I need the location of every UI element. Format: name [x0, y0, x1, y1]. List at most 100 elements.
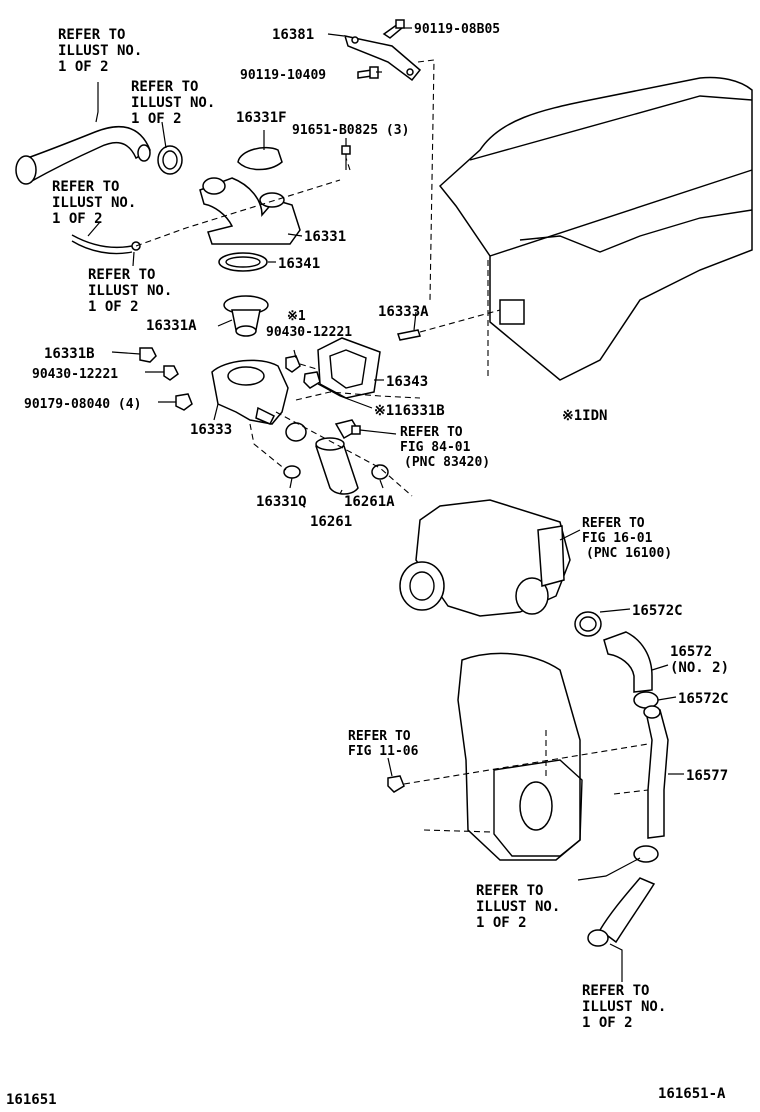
label-16333: 16333: [190, 422, 232, 438]
label-16333a: 16333A: [378, 304, 429, 320]
svg-text:(PNC 16100): (PNC 16100): [586, 546, 672, 561]
refer-line-1: REFER TO: [52, 179, 119, 195]
bolt-90119-10409: [357, 66, 379, 79]
label-90119-08b05: 90119-08B05: [414, 22, 500, 37]
diagram-code-left: 161651: [6, 1092, 57, 1108]
refer-line-2: FIG 11-06: [348, 744, 419, 759]
refer-line-3: 1 OF 2: [88, 299, 139, 315]
upper-radiator-hose: [15, 125, 151, 185]
label-16572c-bottom: 16572C: [678, 691, 729, 707]
gasket-16341: [218, 252, 268, 272]
svg-text:REFER TO: REFER TO: [131, 79, 198, 95]
refer-line-1: REFER TO: [582, 983, 649, 999]
label-16381: 16381: [272, 27, 314, 43]
refer-line-2: ILLUST NO.: [131, 95, 215, 111]
refer-line-2: ILLUST NO.: [88, 283, 172, 299]
leader-lines: [87, 27, 684, 982]
svg-text:1 OF 2: 1 OF 2: [476, 915, 527, 931]
label-91651-b0825: 91651-B0825 (3): [292, 123, 409, 138]
svg-text:1 OF 2: 1 OF 2: [58, 59, 109, 75]
plug-90430-12221-right: [285, 355, 301, 373]
refer-line-1: REFER TO: [400, 425, 463, 440]
svg-text:FIG 16-01: FIG 16-01: [582, 531, 653, 546]
refer-illust-b: REFER TO ILLUST NO. 1 OF 2: [131, 79, 215, 127]
refer-line-2: FIG 84-01: [400, 440, 471, 455]
refer-line-1: REFER TO: [348, 729, 411, 744]
svg-text:ILLUST NO.: ILLUST NO.: [88, 283, 172, 299]
refer-line-3: 1 OF 2: [58, 59, 109, 75]
label-90119-10409: 90119-10409: [240, 68, 326, 83]
refer-line-2: ILLUST NO.: [52, 195, 136, 211]
refer-line-3: 1 OF 2: [52, 211, 103, 227]
clamp-16261a: [371, 464, 389, 480]
refer-line-1: REFER TO: [582, 516, 645, 531]
bolts-91651: [341, 145, 351, 170]
label-90430-12221-left: 90430-12221: [32, 367, 118, 382]
pipe-16261: [315, 437, 359, 495]
svg-text:FIG 84-01: FIG 84-01: [400, 440, 471, 455]
bolt-90119-08b05: [382, 19, 405, 39]
bracket-16381: [343, 35, 422, 82]
water-inlet-housing-16333: [211, 359, 289, 425]
clamp-16572c-top: [574, 611, 602, 637]
label-90179-08040: 90179-08040 (4): [24, 397, 141, 412]
hose-16577: [643, 705, 669, 839]
refer-fig-11-06: REFER TO FIG 11-06: [348, 729, 419, 759]
svg-text:ILLUST NO.: ILLUST NO.: [58, 43, 142, 59]
refer-line-2: ILLUST NO.: [58, 43, 142, 59]
label-16331a: 16331A: [146, 318, 197, 334]
diagram-code-right: 161651-A: [658, 1086, 726, 1102]
refer-line-3: 1 OF 2: [476, 915, 527, 931]
refer-line-2: ILLUST NO.: [476, 899, 560, 915]
stud-16333a: [397, 329, 421, 341]
svg-text:REFER TO: REFER TO: [52, 179, 119, 195]
refer-line-3: 1 OF 2: [131, 111, 182, 127]
hose-16572: [603, 631, 653, 693]
svg-text:REFER TO: REFER TO: [582, 516, 645, 531]
label-16572: 16572: [670, 644, 712, 660]
label-16331q: 16331Q: [256, 494, 307, 510]
label-16331b-left: 16331B: [44, 346, 95, 362]
timing-gear-case: [457, 652, 583, 861]
label-16572c-top: 16572C: [632, 603, 683, 619]
label-16331f: 16331F: [236, 110, 287, 126]
clamp-16331q: [283, 465, 301, 479]
refer-line-1: REFER TO: [476, 883, 543, 899]
refer-fig-84-01: REFER TO FIG 84-01 (PNC 83420): [400, 425, 490, 470]
label-mark-1: ※1: [287, 309, 306, 324]
label-16343: 16343: [386, 374, 428, 390]
svg-text:(PNC 83420): (PNC 83420): [404, 455, 490, 470]
nut-90179-08040: [175, 393, 193, 411]
label-16577: 16577: [686, 768, 728, 784]
bolt-fig-11-06: [387, 775, 405, 793]
plug-90430-12221-left: [163, 365, 179, 381]
refer-line-1: REFER TO: [58, 27, 125, 43]
svg-text:REFER TO: REFER TO: [400, 425, 463, 440]
refer-line-1: REFER TO: [131, 79, 198, 95]
water-pump-assembly: [399, 499, 571, 617]
refer-line-2: ILLUST NO.: [582, 999, 666, 1015]
hose-clamp-upper: [157, 145, 183, 175]
refer-illust-a: REFER TO ILLUST NO. 1 OF 2: [58, 27, 142, 75]
svg-text:REFER TO: REFER TO: [88, 267, 155, 283]
svg-text:1 OF 2: 1 OF 2: [52, 211, 103, 227]
refer-illust-d: REFER TO ILLUST NO. 1 OF 2: [88, 267, 172, 315]
svg-text:ILLUST NO.: ILLUST NO.: [582, 999, 666, 1015]
refer-line-3: (PNC 16100): [586, 546, 672, 561]
refer-line-2: FIG 16-01: [582, 531, 653, 546]
refer-line-1: REFER TO: [88, 267, 155, 283]
svg-text:FIG 11-06: FIG 11-06: [348, 744, 419, 759]
svg-text:1 OF 2: 1 OF 2: [131, 111, 182, 127]
label-16261: 16261: [310, 514, 352, 530]
label-16341: 16341: [278, 256, 320, 272]
svg-text:REFER TO: REFER TO: [476, 883, 543, 899]
refer-fig-16-01: REFER TO FIG 16-01 (PNC 16100): [582, 516, 672, 561]
water-outlet-16331: [199, 177, 301, 245]
plug-16331b-left: [139, 347, 157, 363]
temperature-sensor: [334, 419, 361, 440]
refer-illust-f: REFER TO ILLUST NO. 1 OF 2: [582, 983, 666, 1031]
svg-text:REFER TO: REFER TO: [58, 27, 125, 43]
dashed-lines: [135, 59, 649, 833]
label-16572-no2: (NO. 2): [670, 660, 729, 676]
